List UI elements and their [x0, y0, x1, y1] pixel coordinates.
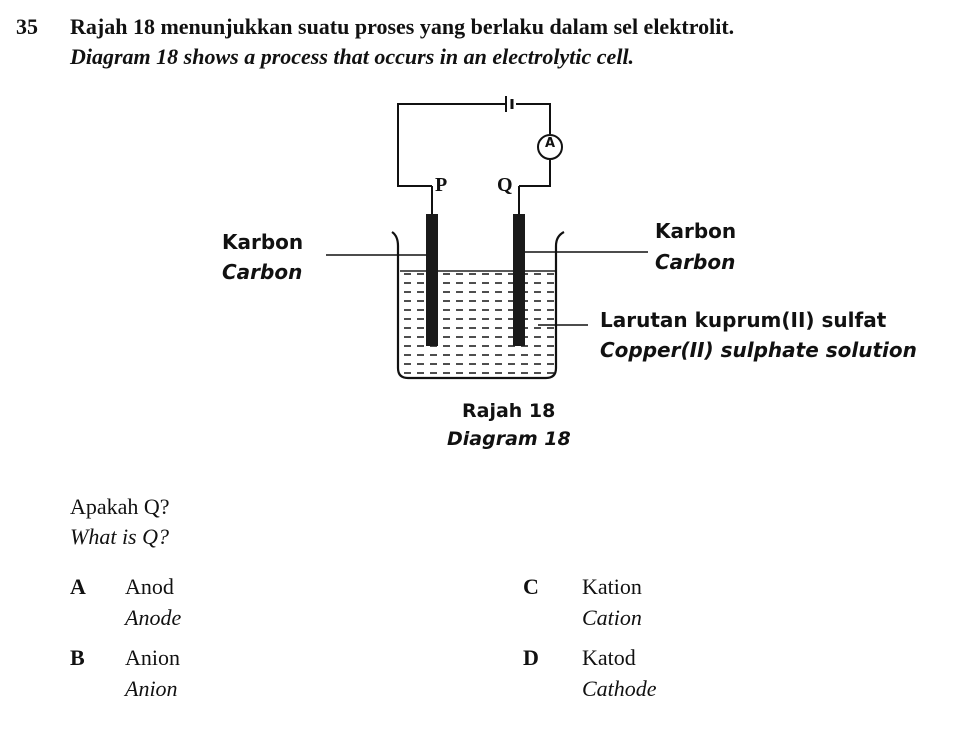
electrolyte-solution: [401, 271, 554, 375]
option-text-english: Anode: [125, 605, 182, 630]
solution-label-english: Copper(II) sulphate solution: [600, 338, 917, 362]
circuit-wire: [397, 103, 551, 214]
diagram-caption-english: Diagram 18: [447, 428, 571, 450]
left-carbon-label-english: Carbon: [222, 260, 303, 284]
left-carbon-label-malay: Karbon: [222, 230, 304, 254]
option-letter: A: [70, 574, 86, 599]
option-letter: D: [523, 645, 539, 670]
battery-cell-icon: [505, 96, 514, 112]
option-text-malay: Katod: [582, 645, 636, 670]
question-number: 35: [16, 14, 38, 39]
question-text-english: Diagram 18 shows a process that occurs i…: [70, 44, 635, 69]
electrode-q-label: Q: [497, 174, 513, 196]
solution-label-malay: Larutan kuprum(II) sulfat: [600, 308, 887, 332]
prompt-english: What is Q?: [70, 524, 169, 549]
electrode-q: [513, 214, 525, 346]
option-text-english: Anion: [125, 676, 178, 701]
electrode-p: [426, 214, 438, 346]
right-carbon-label-english: Carbon: [655, 250, 736, 274]
question-text-malay: Rajah 18 menunjukkan suatu proses yang b…: [70, 14, 735, 39]
option-text-english: Cathode: [582, 676, 657, 701]
option-letter: B: [70, 645, 85, 670]
diagram-caption-malay: Rajah 18: [462, 400, 556, 422]
prompt-malay: Apakah Q?: [70, 494, 170, 519]
beaker: [391, 231, 565, 380]
ammeter-icon: [537, 134, 563, 160]
option-text-malay: Anion: [125, 645, 180, 670]
ammeter-label: A: [544, 136, 556, 151]
electrode-p-label: P: [435, 174, 448, 196]
option-text-malay: Kation: [582, 574, 642, 599]
right-carbon-label-malay: Karbon: [655, 219, 737, 243]
option-text-malay: Anod: [125, 574, 174, 599]
option-text-english: Cation: [582, 605, 642, 630]
option-letter: C: [523, 574, 539, 599]
